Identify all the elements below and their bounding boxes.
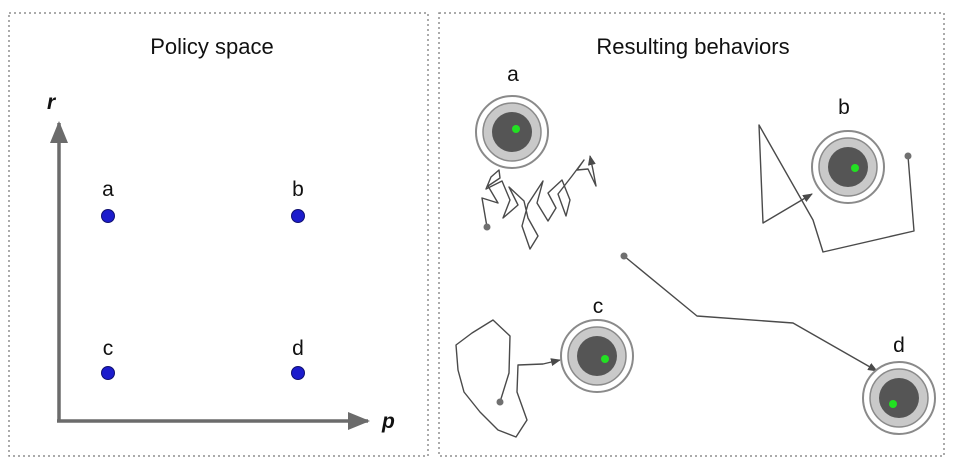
policy-point-dot-a [101, 209, 115, 223]
policy-space-panel [8, 12, 429, 457]
target-green-dot-b [851, 164, 859, 172]
trajectory-start-c [496, 398, 504, 406]
target-core-a [492, 112, 532, 152]
x-axis-label: p [381, 410, 395, 433]
behaviors-panel [438, 12, 945, 457]
policy-point-label-b: b [292, 178, 304, 201]
behavior-label-c: c [593, 295, 604, 318]
behavior-label-d: d [893, 334, 905, 357]
behaviors-title: Resulting behaviors [596, 34, 789, 59]
policy-point-b: b [291, 178, 305, 223]
target-green-dot-c [601, 355, 609, 363]
target-d [862, 361, 936, 435]
target-a [475, 95, 549, 169]
behavior-a: a [475, 63, 597, 250]
policy-point-c: c [101, 337, 115, 380]
trajectory-d [623, 255, 878, 372]
behavior-d: d [620, 252, 936, 435]
policy-point-d: d [291, 337, 305, 380]
target-c [560, 319, 634, 393]
target-core-b [828, 147, 868, 187]
behavior-label-b: b [838, 96, 850, 119]
policy-space-title: Policy space [150, 34, 274, 59]
policy-point-label-c: c [103, 337, 114, 360]
trajectory-a [481, 155, 597, 250]
target-core-c [577, 336, 617, 376]
policy-point-a: a [101, 178, 115, 223]
trajectory-c [455, 319, 561, 438]
policy-point-dot-d [291, 366, 305, 380]
target-b [811, 130, 885, 204]
target-core-d [879, 378, 919, 418]
trajectory-b [758, 124, 915, 253]
policy-point-dot-b [291, 209, 305, 223]
target-green-dot-d [889, 400, 897, 408]
policy-point-dot-c [101, 366, 115, 380]
target-green-dot-a [512, 125, 520, 133]
behavior-b: b [758, 96, 915, 253]
trajectory-start-a [483, 223, 491, 231]
policy-point-label-d: d [292, 337, 304, 360]
y-axis-label: r [47, 91, 57, 114]
behavior-label-a: a [507, 63, 519, 86]
trajectory-start-b [904, 152, 912, 160]
behavior-c: c [455, 295, 634, 438]
policy-point-label-a: a [102, 178, 114, 201]
trajectory-start-d [620, 252, 628, 260]
